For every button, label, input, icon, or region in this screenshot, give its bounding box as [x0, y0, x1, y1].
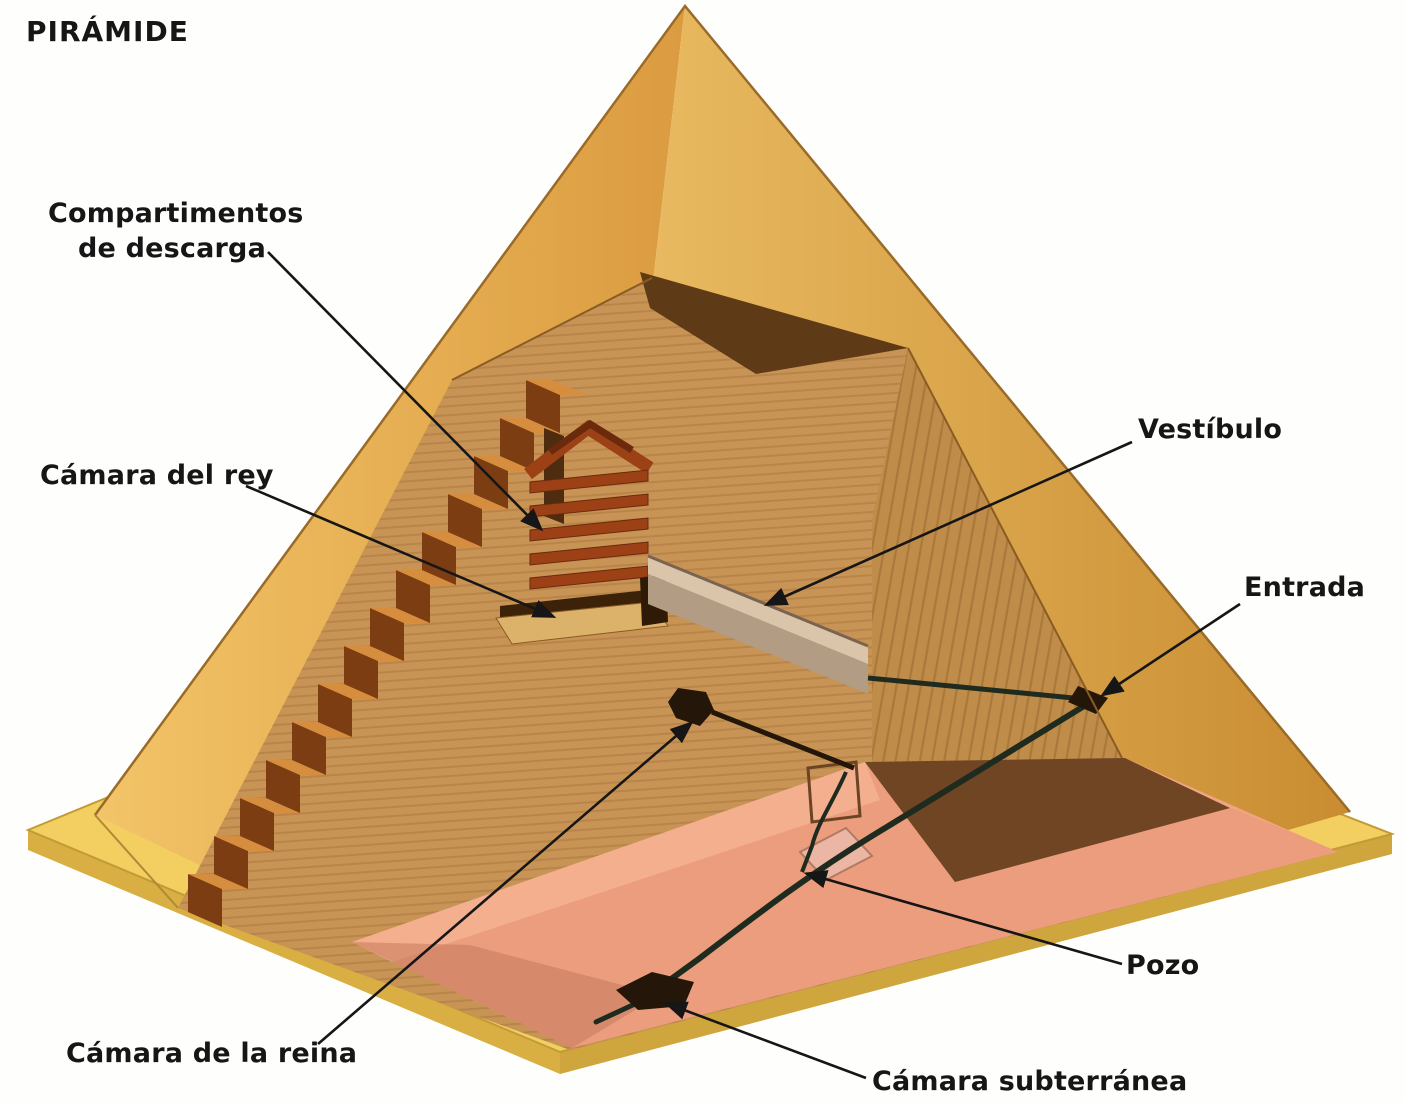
- leader-camara-rey: [245, 484, 557, 618]
- label-camara-de-la-reina: Cámara de la reina: [66, 1038, 358, 1069]
- apex-underside: [640, 272, 908, 374]
- leader-camara-reina: [317, 720, 694, 1045]
- well-shaft-pozo: [800, 771, 848, 873]
- label-compartimentos-descarga: Compartimentos de descarga: [48, 196, 304, 266]
- descending-trench: [865, 758, 1230, 882]
- descending-passage: [653, 697, 1097, 993]
- label-camara-del-rey: Cámara del rey: [40, 460, 274, 491]
- ascending-passage: [867, 675, 1095, 703]
- subterranean-chamber-mark: [616, 972, 694, 1010]
- passages: [593, 675, 1097, 1025]
- label-camara-subterranea: Cámara subterránea: [872, 1066, 1188, 1097]
- leader-vestibulo: [763, 440, 1133, 606]
- label-entrada: Entrada: [1244, 572, 1366, 603]
- entrance-mark: [1068, 686, 1108, 714]
- queens-chamber-mark: [668, 688, 714, 726]
- relieving-chambers: [524, 419, 654, 590]
- label-compartimentos-line2: de descarga: [77, 233, 266, 264]
- excavated-floor: [352, 758, 1338, 1048]
- leader-compartimentos: [267, 251, 544, 532]
- grand-gallery-vestibulo: [647, 554, 869, 694]
- diagram-title: PIRÁMIDE: [26, 15, 189, 48]
- grand-staircase: [188, 380, 586, 927]
- leader-lines: [245, 251, 1241, 1080]
- leader-entrada: [1100, 602, 1241, 697]
- queens-passage: [711, 709, 855, 771]
- leader-pozo: [803, 870, 1123, 966]
- label-pozo: Pozo: [1126, 950, 1200, 981]
- label-vestibulo: Vestíbulo: [1138, 414, 1283, 445]
- edges: [93, 3, 1351, 909]
- leader-camara-subterranea: [663, 1001, 867, 1080]
- label-compartimentos-line1: Compartimentos: [48, 198, 304, 229]
